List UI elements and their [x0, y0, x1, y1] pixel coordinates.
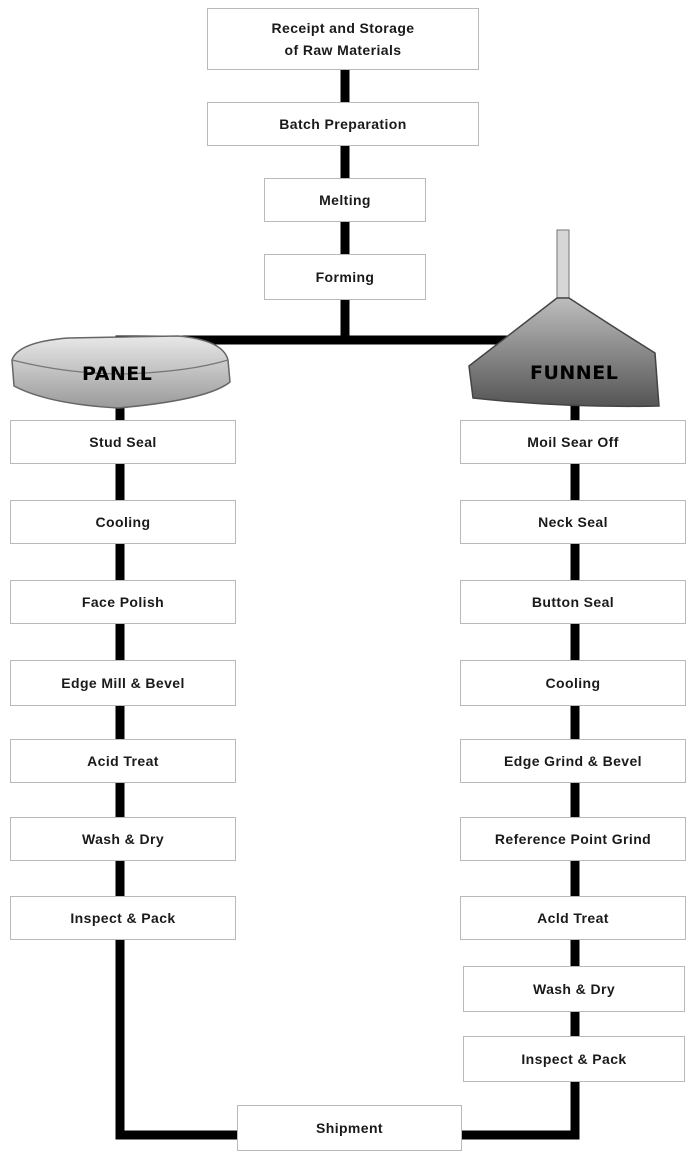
panel-label: PANEL [82, 363, 153, 385]
panel-step: Acid Treat [10, 739, 236, 783]
panel-step: Stud Seal [10, 420, 236, 464]
step-shipment: Shipment [237, 1105, 462, 1151]
step-receipt-line2: of Raw Materials [284, 42, 402, 58]
panel-step: Inspect & Pack [10, 896, 236, 940]
step-forming: Forming [264, 254, 426, 300]
funnel-glass-image [468, 229, 660, 408]
panel-step: Cooling [10, 500, 236, 544]
step-melting: Melting [264, 178, 426, 222]
funnel-step: Wash & Dry [463, 966, 685, 1012]
funnel-step: Button Seal [460, 580, 686, 624]
panel-step: Face Polish [10, 580, 236, 624]
step-receipt-storage: Receipt and Storage of Raw Materials [207, 8, 479, 70]
step-receipt-line1: Receipt and Storage [271, 19, 415, 36]
funnel-step: Edge Grind & Bevel [460, 739, 686, 783]
funnel-label: FUNNEL [530, 362, 619, 384]
funnel-step: Neck Seal [460, 500, 686, 544]
funnel-step: Cooling [460, 660, 686, 706]
step-batch-preparation: Batch Preparation [207, 102, 479, 146]
funnel-step: Reference Point Grind [460, 817, 686, 861]
funnel-step: Inspect & Pack [463, 1036, 685, 1082]
panel-step: Edge Mill & Bevel [10, 660, 236, 706]
funnel-step: Acld Treat [460, 896, 686, 940]
panel-step: Wash & Dry [10, 817, 236, 861]
panel-glass-image [11, 335, 231, 409]
funnel-step: Moil Sear Off [460, 420, 686, 464]
